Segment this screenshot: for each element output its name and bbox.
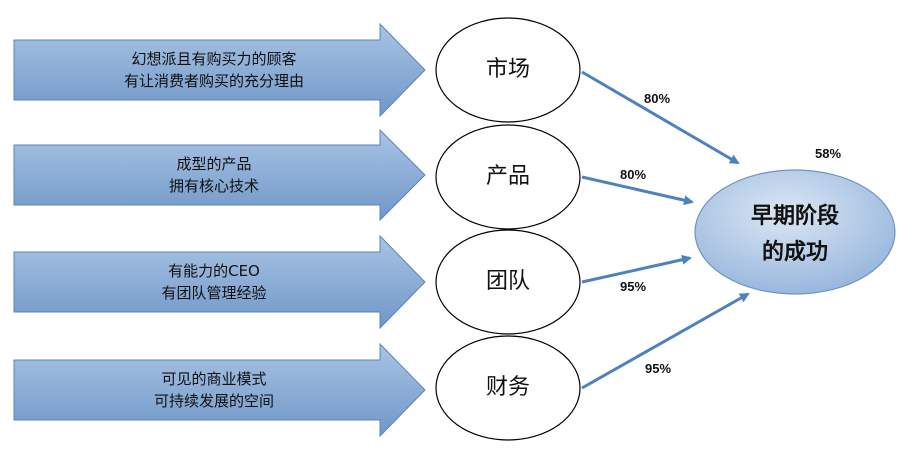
node-product-ellipse [435, 124, 581, 230]
arrow-finance-line-2: 可持续发展的空间 [153, 392, 274, 410]
arrow-team-text: 有能力的CEO 有团队管理经验 [14, 260, 414, 304]
target-label-line-1: 早期阶段 [750, 203, 839, 229]
percent-team: 95% [620, 279, 647, 294]
arrow-finance-line-1: 可见的商业模式 [161, 370, 267, 388]
arrow-product [13, 128, 426, 222]
node-team-ellipse [435, 229, 581, 335]
target-ellipse [694, 169, 896, 295]
arrow-team-line-1: 有能力的CEO [168, 262, 260, 280]
arrow-market [13, 22, 426, 118]
node-team-label: 团队 [485, 269, 530, 294]
arrow-finance-text: 可见的商业模式 可持续发展的空间 [14, 368, 414, 412]
node-finance-ellipse [435, 335, 581, 441]
percent-product: 80% [620, 167, 647, 182]
target-label-line-2: 的成功 [761, 239, 828, 265]
percent-finance: 95% [645, 361, 672, 376]
node-market-label: 市场 [485, 57, 530, 82]
arrow-product-line-2: 拥有核心技术 [168, 177, 259, 195]
arrow-finance [13, 342, 426, 438]
arrow-team-line-2: 有团队管理经验 [161, 284, 267, 302]
connector-finance [581, 292, 750, 390]
connector-market [581, 70, 740, 165]
arrow-team [13, 234, 426, 330]
arrow-market-line-1: 幻想派且有购买力的顾客 [131, 50, 297, 68]
percent-target: 58% [815, 146, 842, 161]
arrow-market-text: 幻想派且有购买力的顾客 有让消费者购买的充分理由 [14, 48, 414, 92]
arrow-market-line-2: 有让消费者购买的充分理由 [123, 72, 304, 90]
node-market-ellipse [435, 17, 581, 123]
node-product-label: 产品 [485, 164, 530, 189]
connector-team [581, 254, 692, 284]
arrow-product-text: 成型的产品 拥有核心技术 [14, 153, 414, 197]
percent-market: 80% [644, 91, 671, 106]
connector-product [581, 175, 694, 206]
arrow-product-line-1: 成型的产品 [176, 155, 252, 173]
node-finance-label: 财务 [485, 375, 530, 400]
target-label: 早期阶段 的成功 [697, 198, 893, 270]
